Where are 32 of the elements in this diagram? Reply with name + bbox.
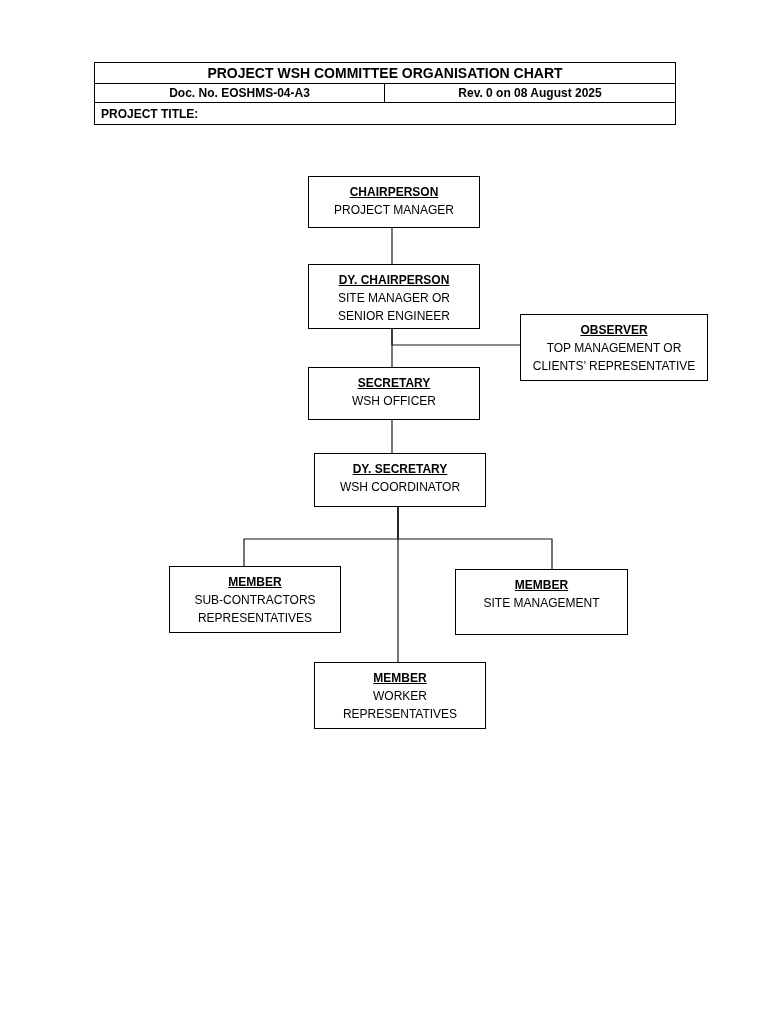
connector-line (391, 227, 393, 265)
role-box (308, 367, 480, 420)
role-description: SUB-CONTRACTORS REPRESENTATIVES (193, 592, 317, 627)
project-title-label: PROJECT TITLE: (101, 105, 199, 123)
connector-line (397, 506, 399, 663)
revision-date: Rev. 0 on 08 August 2025 (457, 85, 603, 102)
role-description: WORKER REPRESENTATIVES (341, 688, 459, 723)
role-box (308, 264, 480, 329)
role-description: SITE MANAGEMENT (483, 595, 600, 612)
role-box (314, 453, 486, 507)
document-title: PROJECT WSH COMMITTEE ORGANISATION CHART (95, 63, 675, 84)
role-heading: MEMBER (228, 574, 282, 591)
role-heading: MEMBER (514, 577, 569, 594)
role-box (308, 176, 480, 228)
role-box (455, 569, 628, 635)
role-box (169, 566, 341, 633)
role-box (314, 662, 486, 729)
role-heading: OBSERVER (580, 322, 648, 339)
role-heading: SECRETARY (357, 375, 431, 392)
role-heading: DY. CHAIRPERSON (338, 272, 450, 289)
role-heading: DY. SECRETARY (352, 461, 448, 478)
role-heading: CHAIRPERSON (349, 184, 439, 201)
role-description: WSH COORDINATOR (339, 479, 461, 496)
document-number: Doc. No. EOSHMS-04-A3 (95, 84, 385, 102)
connector-line (391, 328, 521, 346)
role-description: SITE MANAGER OR SENIOR ENGINEER (337, 290, 451, 325)
role-box (520, 314, 708, 381)
role-description: PROJECT MANAGER (334, 202, 454, 219)
role-description: TOP MANAGEMENT OR CLIENTS’ REPRESENTATIVE (531, 340, 697, 375)
connector-line (391, 419, 393, 454)
role-heading: MEMBER (373, 670, 427, 687)
role-description: WSH OFFICER (352, 393, 436, 410)
